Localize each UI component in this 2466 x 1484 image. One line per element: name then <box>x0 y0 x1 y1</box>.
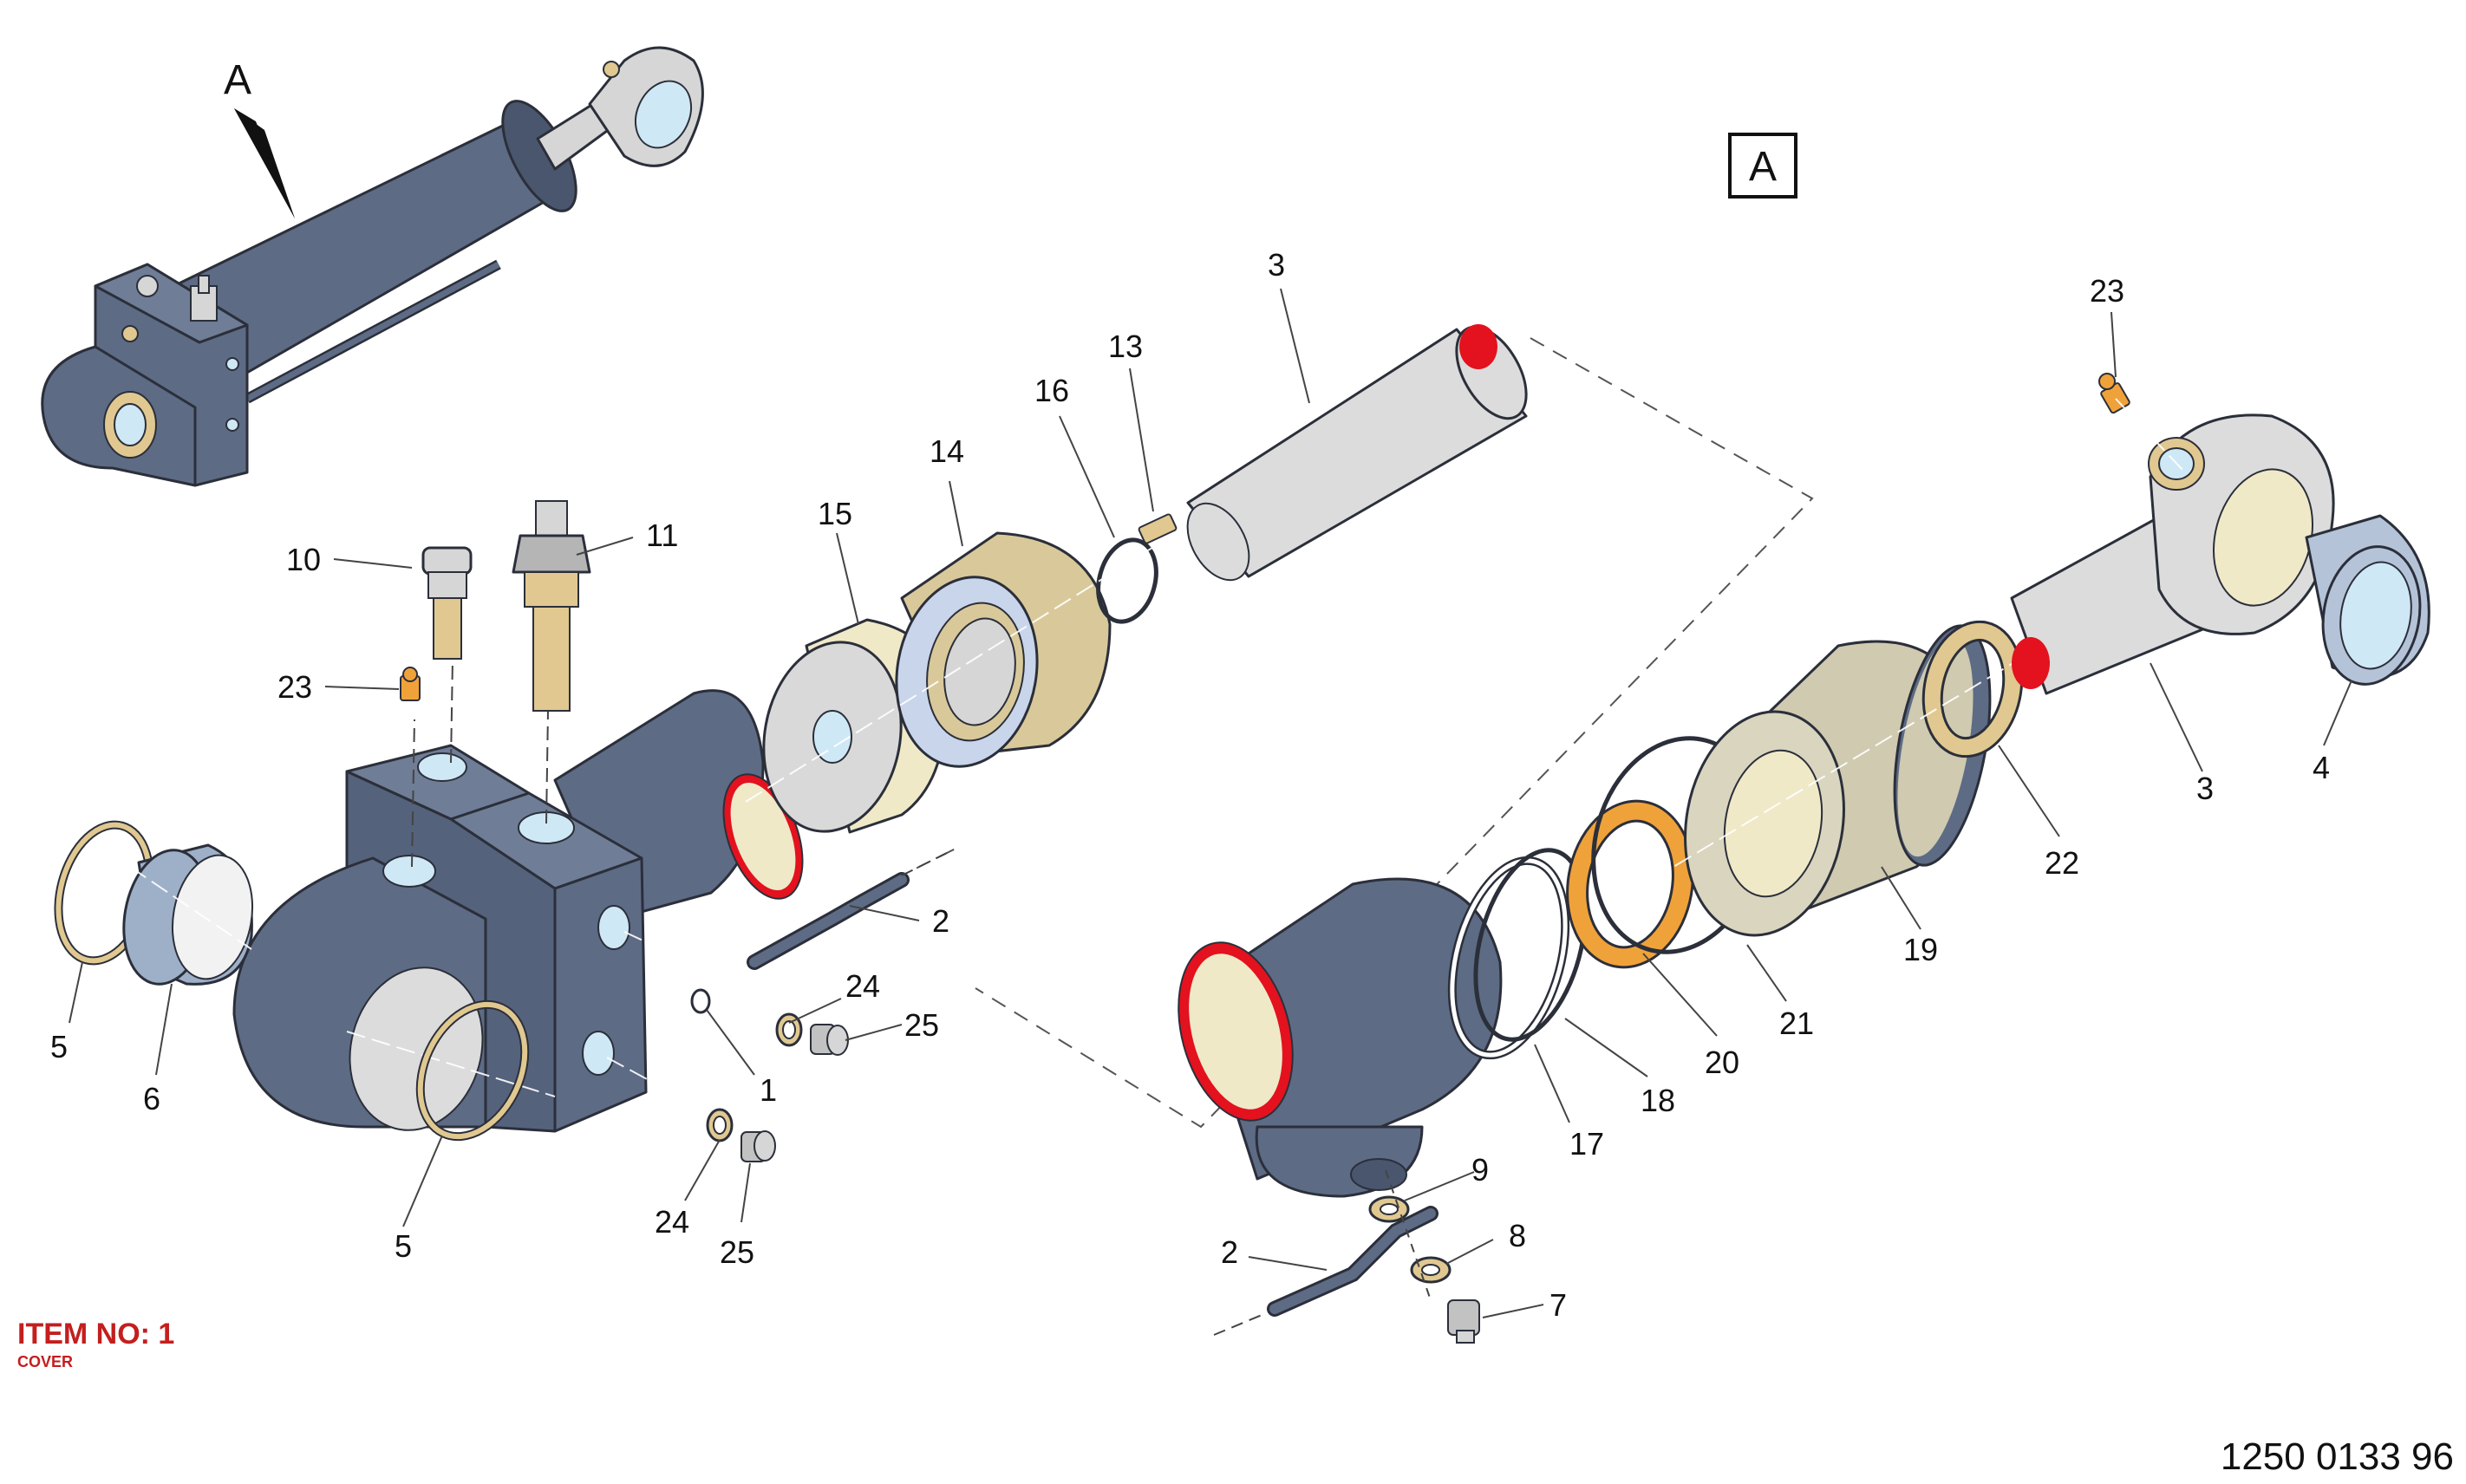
callout-25-upper: 25 <box>904 1007 939 1043</box>
callout-24-upper: 24 <box>845 968 880 1004</box>
callout-23-right: 23 <box>2090 273 2124 309</box>
callout-22: 22 <box>2045 845 2079 881</box>
piston-rod <box>1186 324 1528 582</box>
threaded-gland <box>1684 624 1992 937</box>
explosion-guide-line <box>975 337 1814 1129</box>
callout-10: 10 <box>286 542 321 577</box>
rod-oring <box>1096 537 1158 624</box>
view-a-label: A <box>1749 144 1777 190</box>
gland-seal-ring <box>1566 799 1694 969</box>
check-valve-cartridge <box>421 546 473 660</box>
callout-labels: 10 11 23 15 14 16 13 3 23 2 24 25 1 5 6 … <box>50 247 2330 1323</box>
callout-5-left: 5 <box>50 1029 68 1064</box>
wear-ring <box>1447 856 1570 1060</box>
piston-seal-ring <box>895 531 1112 768</box>
plug-lower <box>740 1130 776 1162</box>
overview-cylinder-assembly: A <box>41 46 704 487</box>
callout-8: 8 <box>1509 1218 1526 1253</box>
bushing-left <box>122 843 254 986</box>
view-a-box: A <box>1728 133 1797 199</box>
callout-7: 7 <box>1549 1287 1567 1323</box>
callout-3-rod: 3 <box>1268 247 1285 283</box>
callout-18: 18 <box>1641 1083 1675 1118</box>
rod-eye-bushing <box>2305 514 2430 686</box>
callout-4: 4 <box>2313 750 2330 785</box>
item-description: COVER <box>17 1353 73 1370</box>
rod-wiper-ring <box>1921 620 2024 758</box>
item-number-title: ITEM NO: 1 <box>17 1318 174 1351</box>
cylinder-tube <box>1178 877 1503 1198</box>
callout-17: 17 <box>1569 1126 1604 1162</box>
callout-15: 15 <box>818 496 852 531</box>
backup-ring <box>1473 848 1588 1042</box>
callout-6: 6 <box>143 1081 160 1116</box>
small-oring <box>690 988 711 1014</box>
callout-1: 1 <box>760 1072 777 1108</box>
washer-9 <box>1368 1195 1410 1223</box>
plug-upper <box>810 1024 849 1056</box>
callout-14: 14 <box>930 433 964 469</box>
callout-2-upper: 2 <box>932 903 949 939</box>
grease-nipple-left <box>400 667 421 701</box>
item-info: ITEM NO: 1 COVER <box>17 1318 174 1370</box>
callout-11: 11 <box>646 517 678 553</box>
callout-16: 16 <box>1034 373 1069 408</box>
washer-8 <box>1410 1256 1452 1284</box>
callout-19: 19 <box>1903 932 1938 967</box>
callout-13: 13 <box>1108 329 1143 364</box>
drawing-number: 1250 0133 96 <box>2221 1435 2454 1478</box>
grease-nipple-right <box>2098 373 2130 414</box>
hose-pipe-upper <box>747 872 910 970</box>
callout-23-left: 23 <box>277 669 312 705</box>
callout-21: 21 <box>1779 1006 1814 1041</box>
view-arrow-label: A <box>224 57 251 103</box>
rod-eye-end <box>2010 413 2335 695</box>
cover-body <box>232 689 804 1133</box>
hose-pipe-lower <box>1267 1206 1438 1317</box>
relief-valve-cartridge <box>512 500 591 712</box>
callout-24-lower: 24 <box>655 1204 689 1240</box>
callout-2-lower: 2 <box>1221 1234 1238 1270</box>
callout-5-right: 5 <box>395 1228 412 1264</box>
washer-upper <box>775 1012 803 1047</box>
callout-20: 20 <box>1705 1045 1739 1080</box>
washer-lower <box>706 1108 734 1142</box>
callout-3-eye: 3 <box>2196 771 2214 806</box>
callout-25-lower: 25 <box>720 1234 754 1270</box>
set-screw <box>1138 513 1178 544</box>
callout-9: 9 <box>1471 1152 1489 1188</box>
banjo-bolt <box>1447 1299 1480 1344</box>
circlip-right <box>415 999 530 1142</box>
leader-lines <box>68 288 2352 1318</box>
